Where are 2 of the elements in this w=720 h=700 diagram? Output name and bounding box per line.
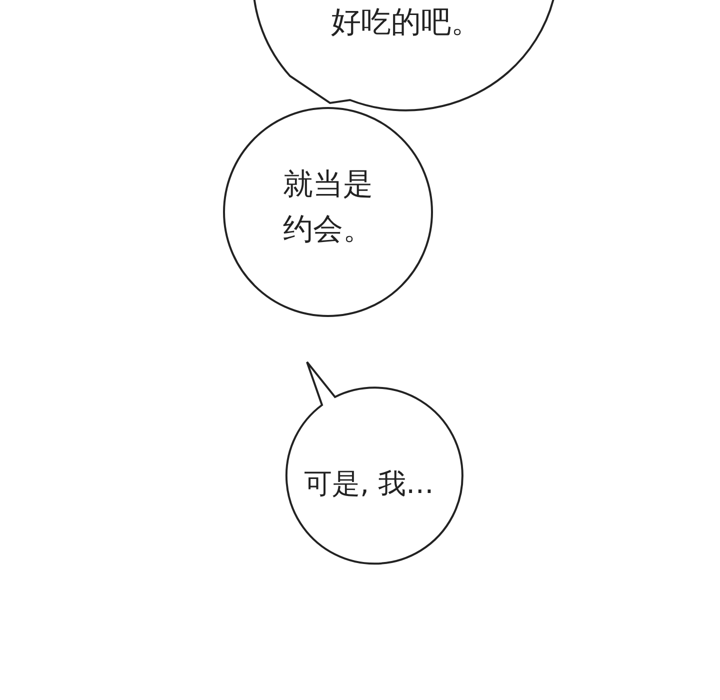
speech-text: 好吃的吧。 <box>330 4 482 42</box>
speech-text: 就当是约会。 <box>282 166 374 249</box>
